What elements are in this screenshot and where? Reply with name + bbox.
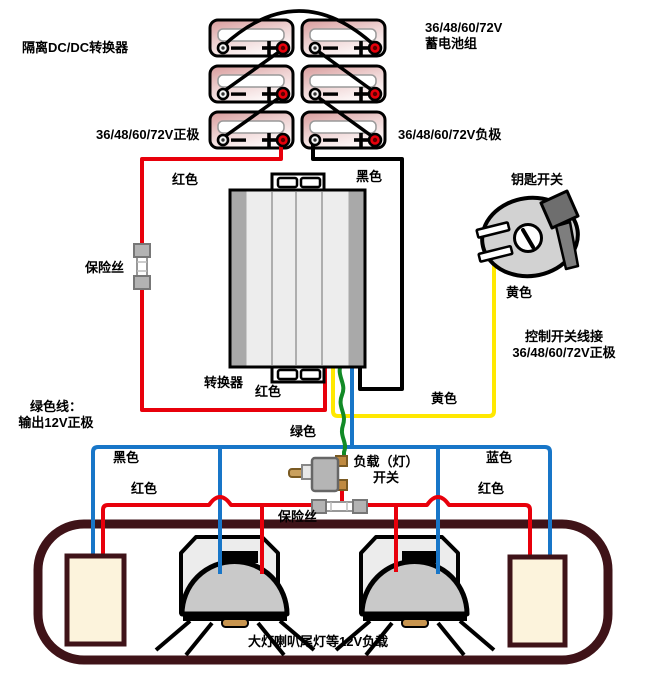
yellow-control-wire — [331, 261, 496, 418]
label-red-bottom-left: 红色 — [131, 481, 158, 496]
series-diagonal-wire — [222, 93, 285, 139]
label-converter: 转换器 — [204, 375, 244, 390]
label-red-mid: 红色 — [255, 384, 282, 399]
key-switch — [475, 189, 580, 279]
load-box-left — [64, 553, 127, 647]
label-battery-positive: 36/48/60/72V正极 — [96, 127, 200, 142]
fuse-cap — [352, 499, 368, 514]
label-load-switch: 负载（灯） 开关 — [353, 454, 419, 485]
label-load-note: 大灯喇叭尾灯等12V负载 — [248, 634, 389, 649]
label-fuse-left: 保险丝 — [85, 260, 125, 275]
key-switch-slot — [475, 221, 511, 239]
key-head — [539, 189, 580, 230]
minus-terminal-dots — [221, 46, 317, 142]
converter-left-fin — [231, 191, 247, 366]
fuse-cap — [133, 243, 151, 258]
plus-terminal-dots — [280, 45, 378, 143]
series-diagonal-wire — [313, 47, 375, 93]
converter-tab-slot — [276, 176, 299, 189]
keyhole-slot-line — [521, 228, 535, 249]
series-arc-wire — [221, 9, 377, 48]
converter-body — [228, 188, 367, 369]
key-shaft — [554, 220, 580, 271]
label-control-wire: 控制开关线接 36/48/60/72V正极 — [512, 329, 616, 360]
label-fuse-bottom: 保险丝 — [278, 509, 318, 524]
label-green-note: 绿色线： 输出12V正极 — [18, 399, 94, 430]
converter-fin-lines — [271, 192, 323, 365]
fuse-cap — [311, 499, 327, 514]
fuse-glass — [323, 501, 356, 512]
label-yellow-mid: 黄色 — [431, 391, 458, 406]
switch-body — [310, 456, 340, 493]
fuse-bottom — [311, 499, 368, 514]
fuse-cap — [133, 275, 151, 290]
label-blue: 蓝色 — [486, 450, 513, 465]
converter-tab-slot — [276, 368, 299, 381]
label-battery-pack: 36/48/60/72V 蓄电池组 — [425, 20, 503, 51]
label-red-top: 红色 — [172, 172, 199, 187]
label-red-bottom-right: 红色 — [478, 481, 505, 496]
battery-terminals — [216, 40, 383, 148]
converter-tab-slot — [299, 176, 322, 189]
key-switch-slot — [477, 244, 514, 263]
fuse-glass — [136, 254, 148, 279]
load-switch — [288, 455, 348, 493]
series-diagonal-wire — [313, 93, 375, 139]
label-black-bottom: 黑色 — [113, 450, 140, 465]
label-yellow-right: 黄色 — [506, 285, 533, 300]
dcdc-converter — [228, 172, 367, 384]
converter-right-fin — [348, 191, 364, 366]
blue-bus-wire — [91, 445, 552, 562]
green-output-wire — [337, 362, 347, 460]
label-isolated-converter: 隔离DC/DC转换器 — [22, 40, 129, 55]
label-key-switch: 钥匙开关 — [511, 172, 564, 187]
vehicle-body-outline — [33, 519, 613, 665]
label-battery-negative: 36/48/60/72V负极 — [398, 127, 502, 142]
black-negative-wire — [311, 141, 404, 391]
load-box-right — [507, 554, 568, 648]
fuse-left — [133, 243, 151, 290]
label-green: 绿色 — [290, 424, 317, 439]
converter-tab-slot — [299, 368, 322, 381]
series-diagonal-wire — [222, 47, 285, 93]
label-black-top: 黑色 — [356, 169, 383, 184]
battery-series-wires — [221, 9, 377, 139]
